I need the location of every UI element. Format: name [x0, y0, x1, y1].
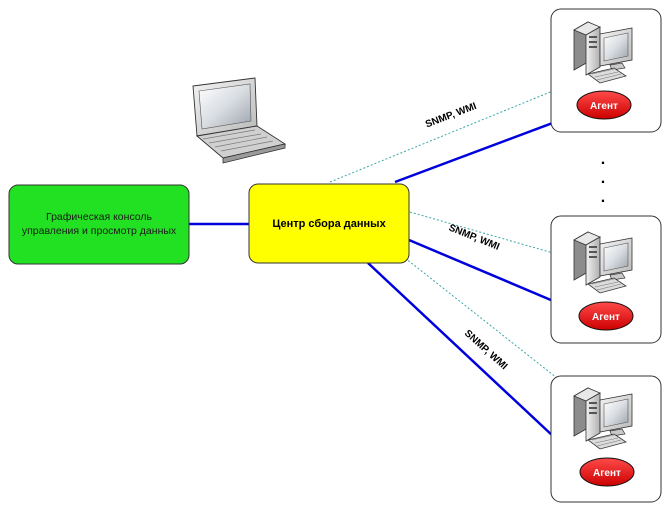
agent-bottom-label: Агент [593, 468, 621, 479]
console-box [8, 184, 190, 265]
agent-middle [578, 301, 634, 331]
console-label-line1: Графическая консоль [46, 211, 153, 223]
ellipsis-dot: . [601, 189, 605, 206]
protocol-label-top: SNMP, WMI [424, 101, 478, 131]
agent-middle-label: Агент [592, 312, 620, 323]
agent-top [576, 90, 632, 120]
laptop-icon [192, 77, 286, 164]
hub-label: Центр сбора данных [272, 218, 386, 230]
protocol-label-bottom: SNMP, WMI [462, 328, 509, 372]
snmp-link-middle [409, 211, 561, 256]
hub-box [248, 183, 410, 264]
protocol-label-middle: SNMP, WMI [447, 223, 501, 253]
agent-top-label: Агент [590, 101, 618, 112]
ellipsis-dot: . [601, 170, 605, 187]
snmp-link-bottom [404, 257, 563, 383]
console-label-line2: управления и просмотр данных [22, 225, 177, 237]
ellipsis-dot: . [601, 151, 605, 168]
link-agent-bottom [367, 262, 586, 467]
agent-bottom [579, 457, 635, 487]
snmp-link-top [329, 87, 561, 183]
